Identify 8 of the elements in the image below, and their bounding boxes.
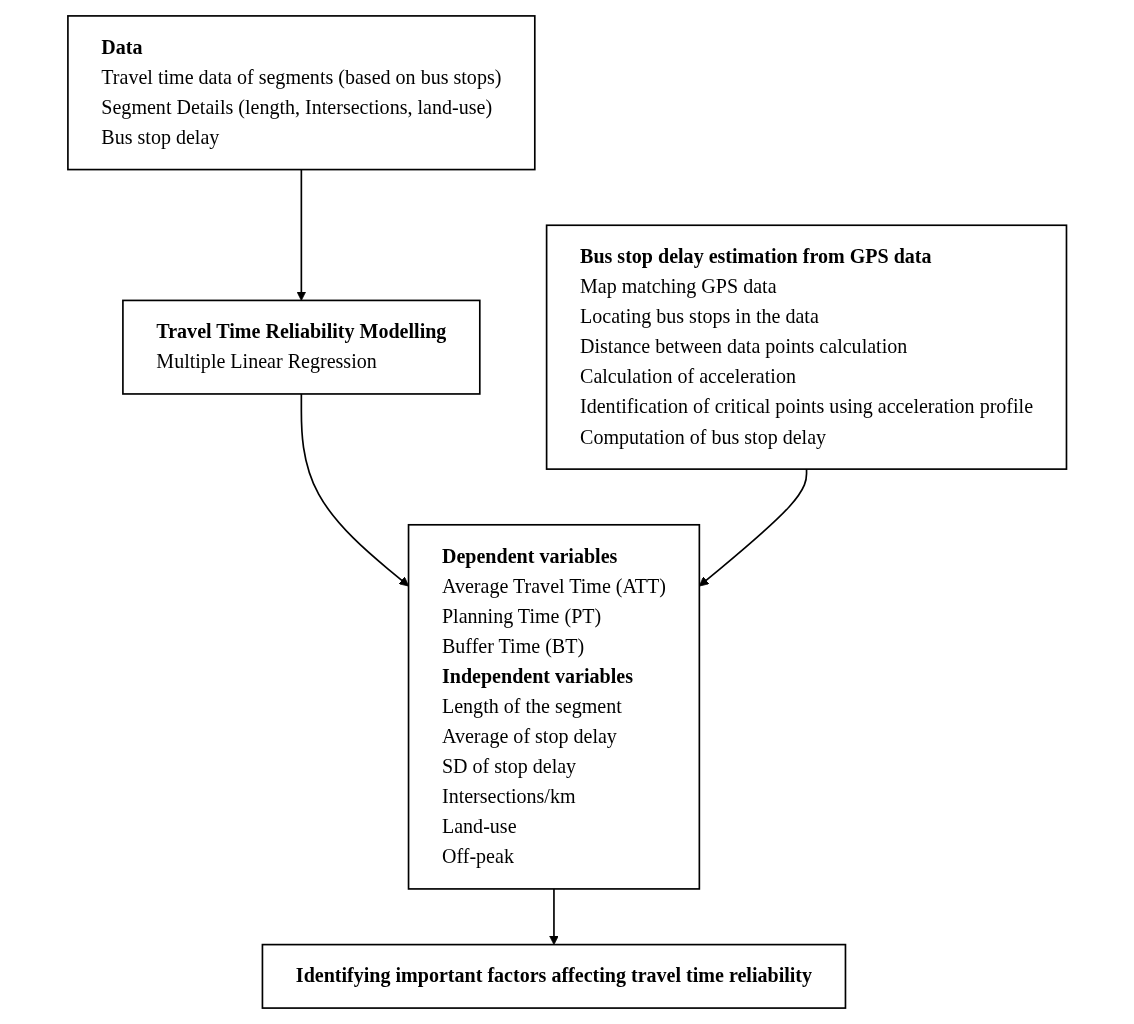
node-box: Data Travel time data of segments (based on bus stops) Segment Details (length, Intersections, land-use) Bus stop delay <box>66 15 536 171</box>
arrow <box>296 168 307 301</box>
node-box: Travel Time Reliability Modelling Multiple Linear Regression <box>121 299 481 395</box>
node-box: Identifying important factors affecting travel time reliability <box>261 943 847 1009</box>
node-box: Dependent variables Average Travel Time (ATT) Planning Time (PT) Buffer Time (BT) Independent variables Length of the segment Average of stop delay SD of stop delay Intersections/km Land-use Off-peak <box>407 523 700 890</box>
arrow <box>548 888 559 946</box>
arrow <box>300 393 409 587</box>
node-box: Bus stop delay estimation from GPS data Map matching GPS data Locating bus stops in the data Distance between data points calculation Calculation of acceleration Identification of critical points using acceleration profile Computation of bus stop delay <box>545 224 1068 470</box>
